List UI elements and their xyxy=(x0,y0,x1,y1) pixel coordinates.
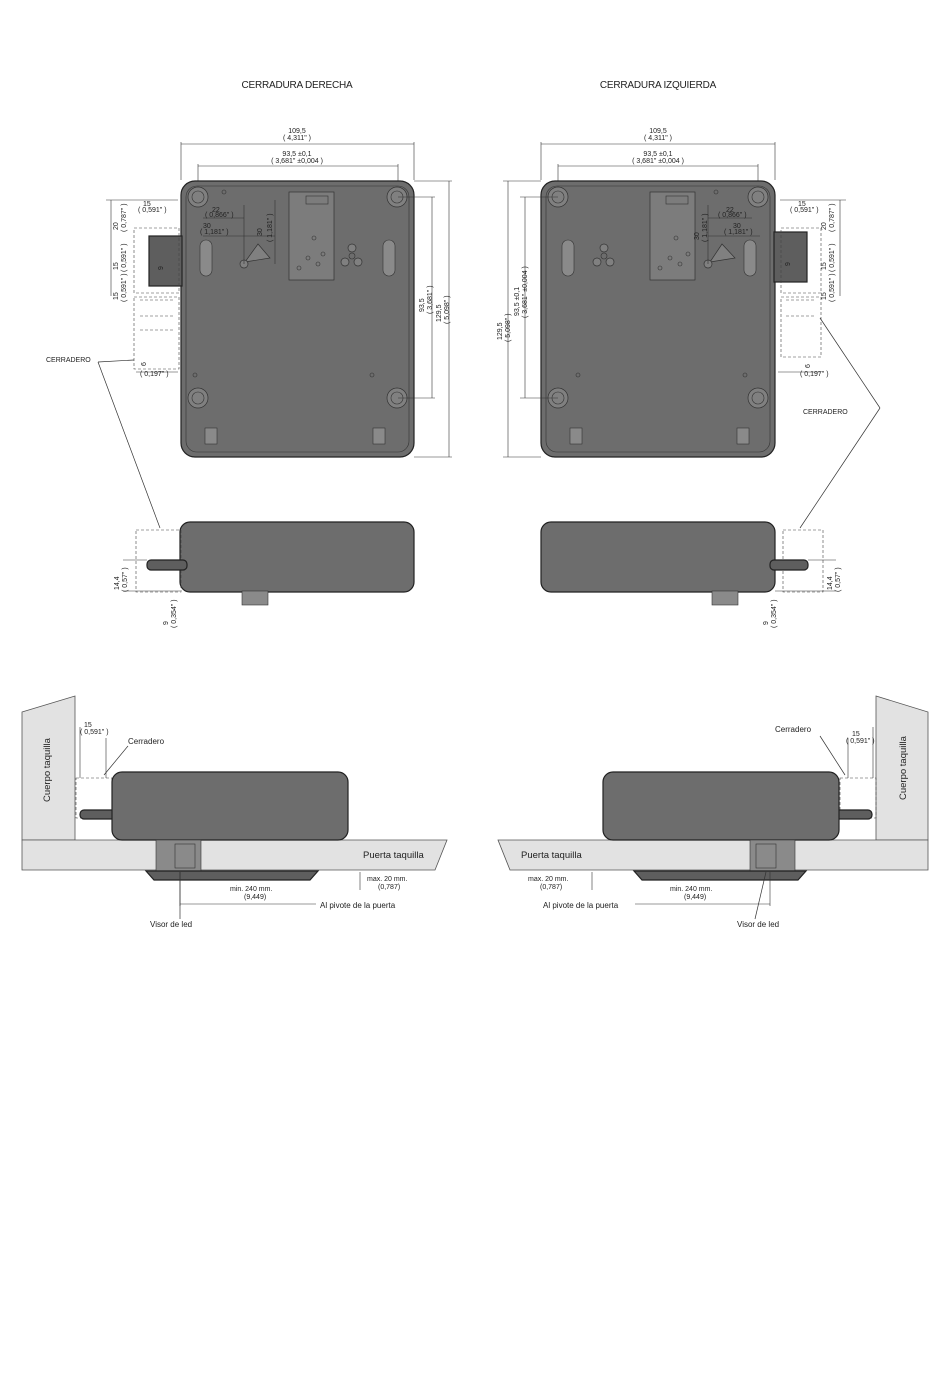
title-left-lock: CERRADURA IZQUIERDA xyxy=(600,80,717,91)
svg-text:( 0,57" ): ( 0,57" ) xyxy=(122,567,129,592)
svg-text:( 0,866" ): ( 0,866" ) xyxy=(205,212,234,219)
svg-text:( 0,354" ): ( 0,354" ) xyxy=(771,599,778,628)
svg-text:(9,449): (9,449) xyxy=(684,894,706,901)
svg-text:30: 30 xyxy=(257,228,264,236)
label-cerradero-right: CERRADERO xyxy=(46,357,91,364)
svg-text:( 0,591" ): ( 0,591" ) xyxy=(829,273,836,302)
svg-text:( 0,591" ): ( 0,591" ) xyxy=(121,243,128,272)
svg-text:15: 15 xyxy=(113,262,120,270)
svg-text:9: 9 xyxy=(763,621,770,625)
svg-text:14,4: 14,4 xyxy=(827,576,834,590)
right-lock-side-view: 14,4 ( 0,57" ) 9 ( 0,354" ) xyxy=(114,521,415,628)
svg-text:129,5: 129,5 xyxy=(497,322,504,340)
svg-text:( 1,181" ): ( 1,181" ) xyxy=(724,229,753,236)
svg-text:( 1,181" ): ( 1,181" ) xyxy=(702,213,709,242)
svg-text:( 3,681" ±0,004 ): ( 3,681" ±0,004 ) xyxy=(522,266,529,318)
label-visor-left: Visor de led xyxy=(737,920,779,929)
svg-text:max. 20 mm.: max. 20 mm. xyxy=(367,876,408,883)
svg-text:( 0,354" ): ( 0,354" ) xyxy=(171,599,178,628)
svg-text:( 3,681" ±0,004 ): ( 3,681" ±0,004 ) xyxy=(632,158,684,165)
svg-text:(0,787): (0,787) xyxy=(378,884,400,891)
svg-text:14,4: 14,4 xyxy=(114,576,121,590)
svg-text:Al pivote de la puerta: Al pivote de la puerta xyxy=(543,901,619,910)
svg-text:( 5,098" ): ( 5,098" ) xyxy=(444,295,451,324)
svg-text:( 5,098" ): ( 5,098" ) xyxy=(505,313,512,342)
svg-text:129,5: 129,5 xyxy=(436,304,443,322)
svg-text:15: 15 xyxy=(821,292,828,300)
svg-text:( 0,591" ): ( 0,591" ) xyxy=(846,738,875,745)
label-cerradero-install-right: Cerradero xyxy=(128,737,165,746)
svg-text:30: 30 xyxy=(733,223,741,230)
dim-hole-spacing: 93,5 ±0,1 xyxy=(282,151,311,158)
svg-text:93,5 ±0,1: 93,5 ±0,1 xyxy=(643,151,672,158)
svg-text:( 0,866" ): ( 0,866" ) xyxy=(718,212,747,219)
label-puerta-taquilla: Puerta taquilla xyxy=(363,850,424,861)
svg-text:Puerta taquilla: Puerta taquilla xyxy=(521,850,582,861)
svg-text:15: 15 xyxy=(852,731,860,738)
svg-text:6: 6 xyxy=(141,362,148,366)
svg-text:(9,449): (9,449) xyxy=(244,894,266,901)
dim-overall-width: 109,5 xyxy=(288,128,306,135)
svg-text:( 3,681" ): ( 3,681" ) xyxy=(427,285,434,314)
svg-text:22: 22 xyxy=(212,207,220,214)
svg-text:( 0,591" ): ( 0,591" ) xyxy=(80,729,109,736)
svg-text:( 1,181" ): ( 1,181" ) xyxy=(267,213,274,242)
title-right-lock: CERRADURA DERECHA xyxy=(241,80,353,91)
svg-text:( 0,197" ): ( 0,197" ) xyxy=(140,371,169,378)
left-lock-side-view: 14,4 ( 0,57" ) 9 ( 0,354" ) xyxy=(540,521,842,628)
svg-text:Cuerpo taquilla: Cuerpo taquilla xyxy=(898,735,909,800)
svg-text:22: 22 xyxy=(726,207,734,214)
dim-hole-spacing-in: ( 3,681" ±0,004 ) xyxy=(271,158,323,165)
svg-text:(0,787): (0,787) xyxy=(540,884,562,891)
svg-text:109,5: 109,5 xyxy=(649,128,667,135)
svg-text:( 0,591" ): ( 0,591" ) xyxy=(121,273,128,302)
electronics-plate xyxy=(288,191,335,281)
installation-left: Cuerpo taquilla Puerta taquilla 15 ( 0,5… xyxy=(497,695,929,929)
svg-text:15: 15 xyxy=(113,292,120,300)
svg-text:Al pivote de la puerta: Al pivote de la puerta xyxy=(320,901,396,910)
svg-text:( 1,181" ): ( 1,181" ) xyxy=(200,229,229,236)
svg-text:30: 30 xyxy=(203,223,211,230)
right-lock-front-view: 109,5 ( 4,311" ) 93,5 ±0,1 ( 3,681" ±0,0… xyxy=(46,128,452,529)
bolt xyxy=(148,235,183,287)
svg-text:20: 20 xyxy=(113,222,120,230)
label-cerradero-install-left: Cerradero xyxy=(775,725,812,734)
striker xyxy=(133,227,180,370)
svg-text:15: 15 xyxy=(798,201,806,208)
svg-text:15: 15 xyxy=(143,201,151,208)
svg-text:min. 240 mm.: min. 240 mm. xyxy=(670,886,712,893)
svg-text:min. 240 mm.: min. 240 mm. xyxy=(230,886,272,893)
mounting-holes xyxy=(187,186,408,409)
lock-body xyxy=(540,180,776,458)
label-visor-right: Visor de led xyxy=(150,920,192,929)
svg-text:15: 15 xyxy=(821,262,828,270)
svg-text:( 0,591" ): ( 0,591" ) xyxy=(138,207,167,214)
label-cerradero-left: CERRADERO xyxy=(803,409,848,416)
svg-text:30: 30 xyxy=(694,232,701,240)
svg-text:9: 9 xyxy=(158,266,165,270)
installation-right: Cuerpo taquilla Puerta taquilla 15 ( 0,5… xyxy=(21,695,448,929)
svg-text:9: 9 xyxy=(785,262,792,266)
dim-overall-width-in: ( 4,311" ) xyxy=(283,135,311,142)
svg-text:20: 20 xyxy=(821,222,828,230)
svg-text:6: 6 xyxy=(805,364,812,368)
svg-text:( 0,591" ): ( 0,591" ) xyxy=(829,243,836,272)
svg-text:( 0,197" ): ( 0,197" ) xyxy=(800,371,829,378)
svg-text:( 0,591" ): ( 0,591" ) xyxy=(790,207,819,214)
left-lock-front-view: 109,5 ( 4,311" ) 93,5 ±0,1 ( 3,681" ±0,0… xyxy=(497,128,881,529)
svg-text:( 4,311" ): ( 4,311" ) xyxy=(644,135,672,142)
svg-text:93,5: 93,5 xyxy=(419,298,426,312)
svg-text:9: 9 xyxy=(163,621,170,625)
led-visor xyxy=(144,870,320,881)
svg-text:( 0,57" ): ( 0,57" ) xyxy=(835,567,842,592)
svg-text:( 0,787" ): ( 0,787" ) xyxy=(121,203,128,232)
label-cuerpo-taquilla: Cuerpo taquilla xyxy=(42,737,53,802)
svg-text:93,5 ±0,1: 93,5 ±0,1 xyxy=(514,287,521,316)
svg-text:max. 20 mm.: max. 20 mm. xyxy=(528,876,569,883)
svg-text:( 0,787" ): ( 0,787" ) xyxy=(829,203,836,232)
svg-text:15: 15 xyxy=(84,722,92,729)
